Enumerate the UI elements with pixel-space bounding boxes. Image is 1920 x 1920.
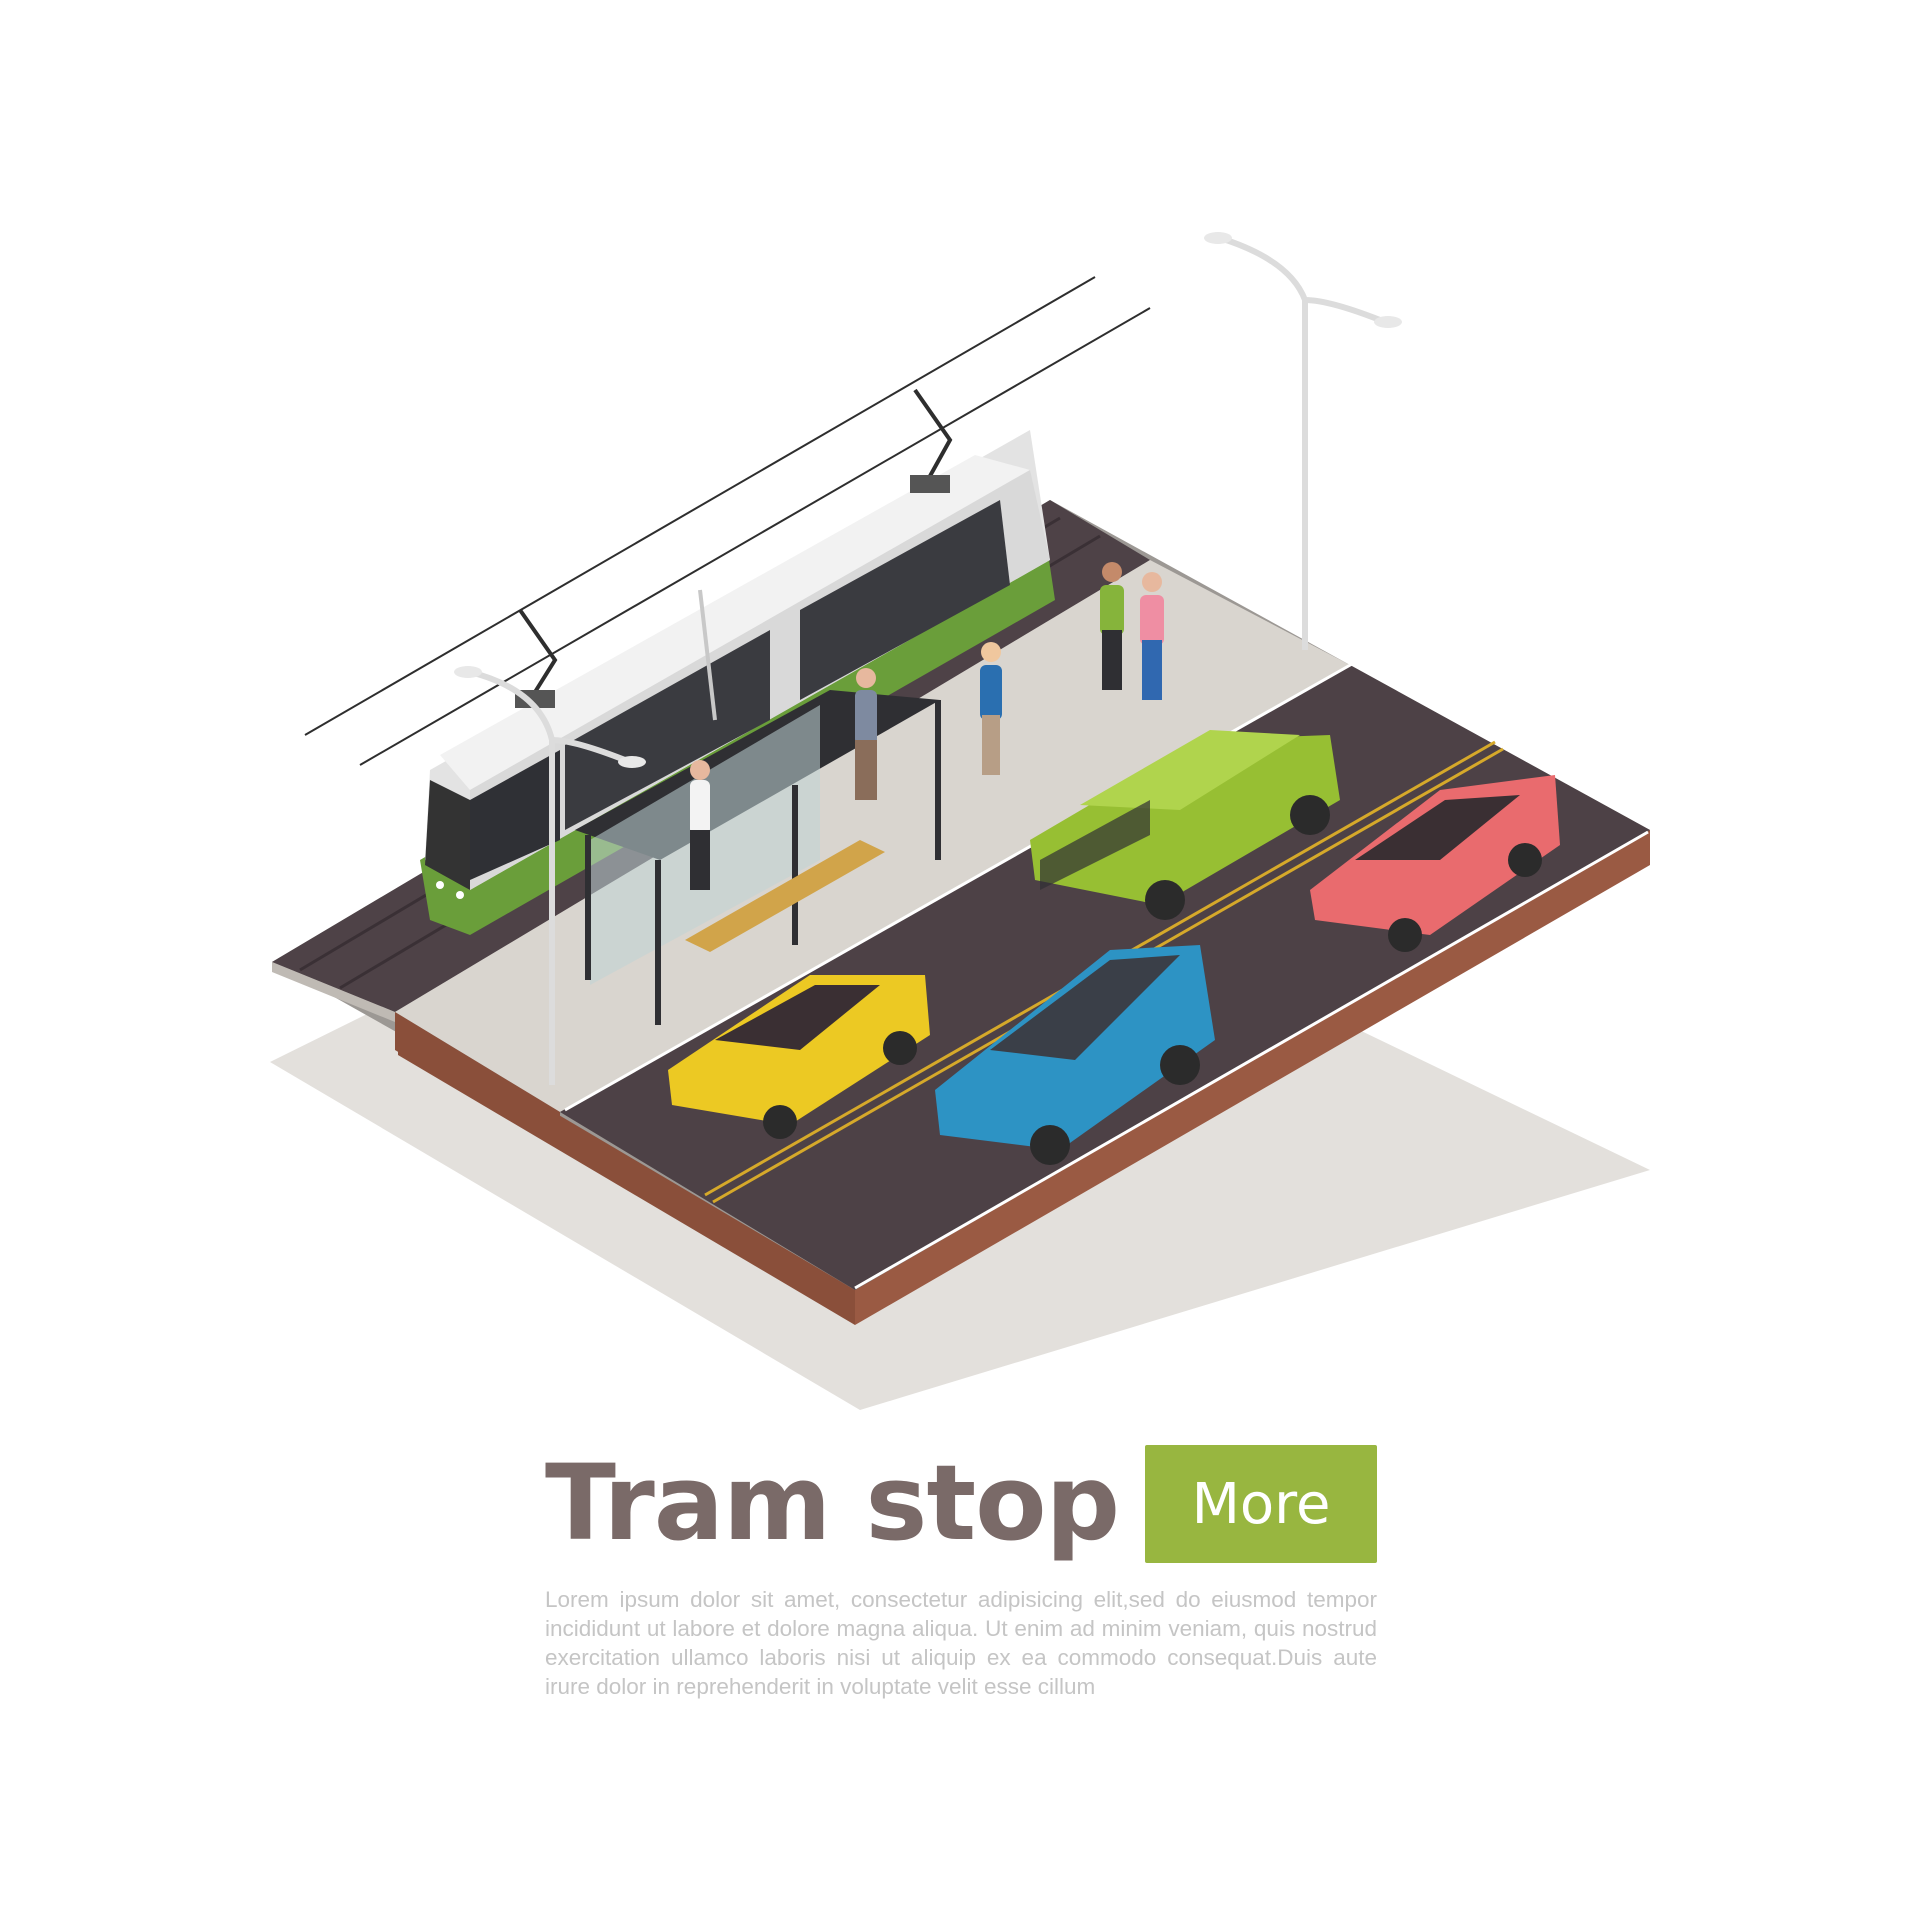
headline-row: Tram stop More: [545, 1445, 1377, 1565]
body-text: Lorem ipsum dolor sit amet, consectetur …: [545, 1587, 1377, 1699]
car-green: [1030, 730, 1340, 920]
overhead-wires: [304, 276, 1151, 766]
car-icon: [668, 730, 1560, 1165]
tram-icon: [420, 388, 1055, 935]
page-title: Tram stop: [545, 1442, 1120, 1564]
street-lamp-heads: [454, 232, 1402, 768]
pedestrian-icon: [690, 562, 1164, 890]
car-yellow: [668, 975, 930, 1139]
car-blue: [935, 945, 1215, 1165]
sidewalk: [395, 560, 1350, 1112]
tram-stop-illustration: [270, 232, 1650, 1410]
street-lamp-icon: [469, 235, 1387, 1085]
more-button[interactable]: More: [1145, 1445, 1377, 1563]
car-red: [1310, 775, 1560, 952]
